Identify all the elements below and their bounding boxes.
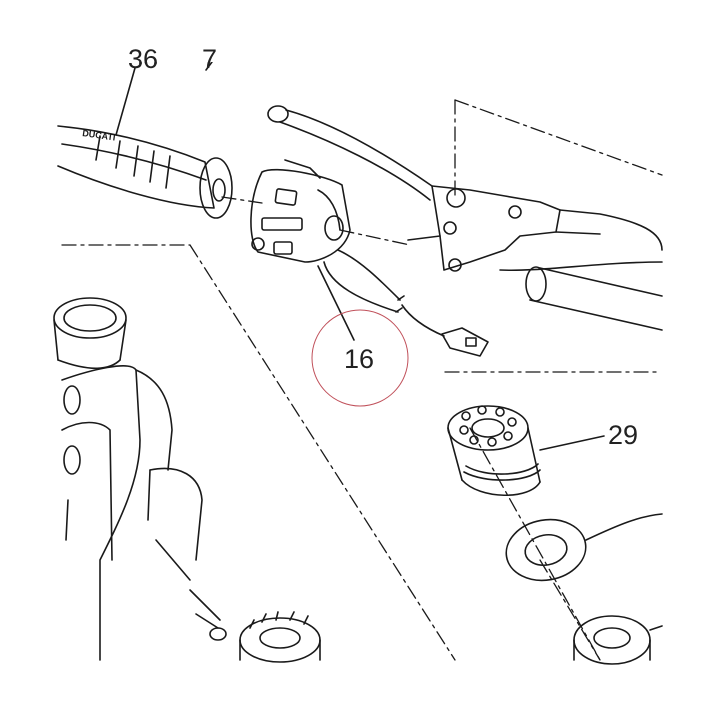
cable-connector — [441, 327, 489, 357]
leader-16 — [317, 265, 355, 341]
callout-36-visible: 36 — [128, 44, 159, 65]
assembly-axis-lines — [61, 99, 663, 661]
fork-frame — [53, 297, 227, 661]
top-crop-mask — [0, 0, 720, 62]
leader-36 — [115, 67, 136, 136]
callout-16: 16 — [344, 344, 375, 374]
switch-housing — [250, 159, 351, 263]
brake-master-cylinder — [407, 185, 663, 272]
leader-29 — [539, 435, 605, 451]
washer — [505, 513, 663, 582]
handlebar-tube — [525, 266, 663, 331]
ring-nut-right — [573, 615, 663, 665]
switch-cable — [323, 249, 445, 337]
leader-7 — [205, 61, 213, 71]
handlebar-grip — [57, 125, 233, 219]
grip-brand-text: DUCATI — [82, 128, 116, 143]
part-29-cylinder — [447, 405, 541, 497]
callout-highlight-circle — [311, 309, 409, 407]
callout-36-clip: 36 — [128, 40, 188, 65]
callout-29: 29 — [608, 420, 639, 450]
callout-7-clip: 7 — [202, 40, 222, 65]
ring-nut-center — [239, 611, 321, 663]
brake-lever — [267, 105, 433, 201]
callout-7-visible: 7 — [202, 44, 218, 65]
